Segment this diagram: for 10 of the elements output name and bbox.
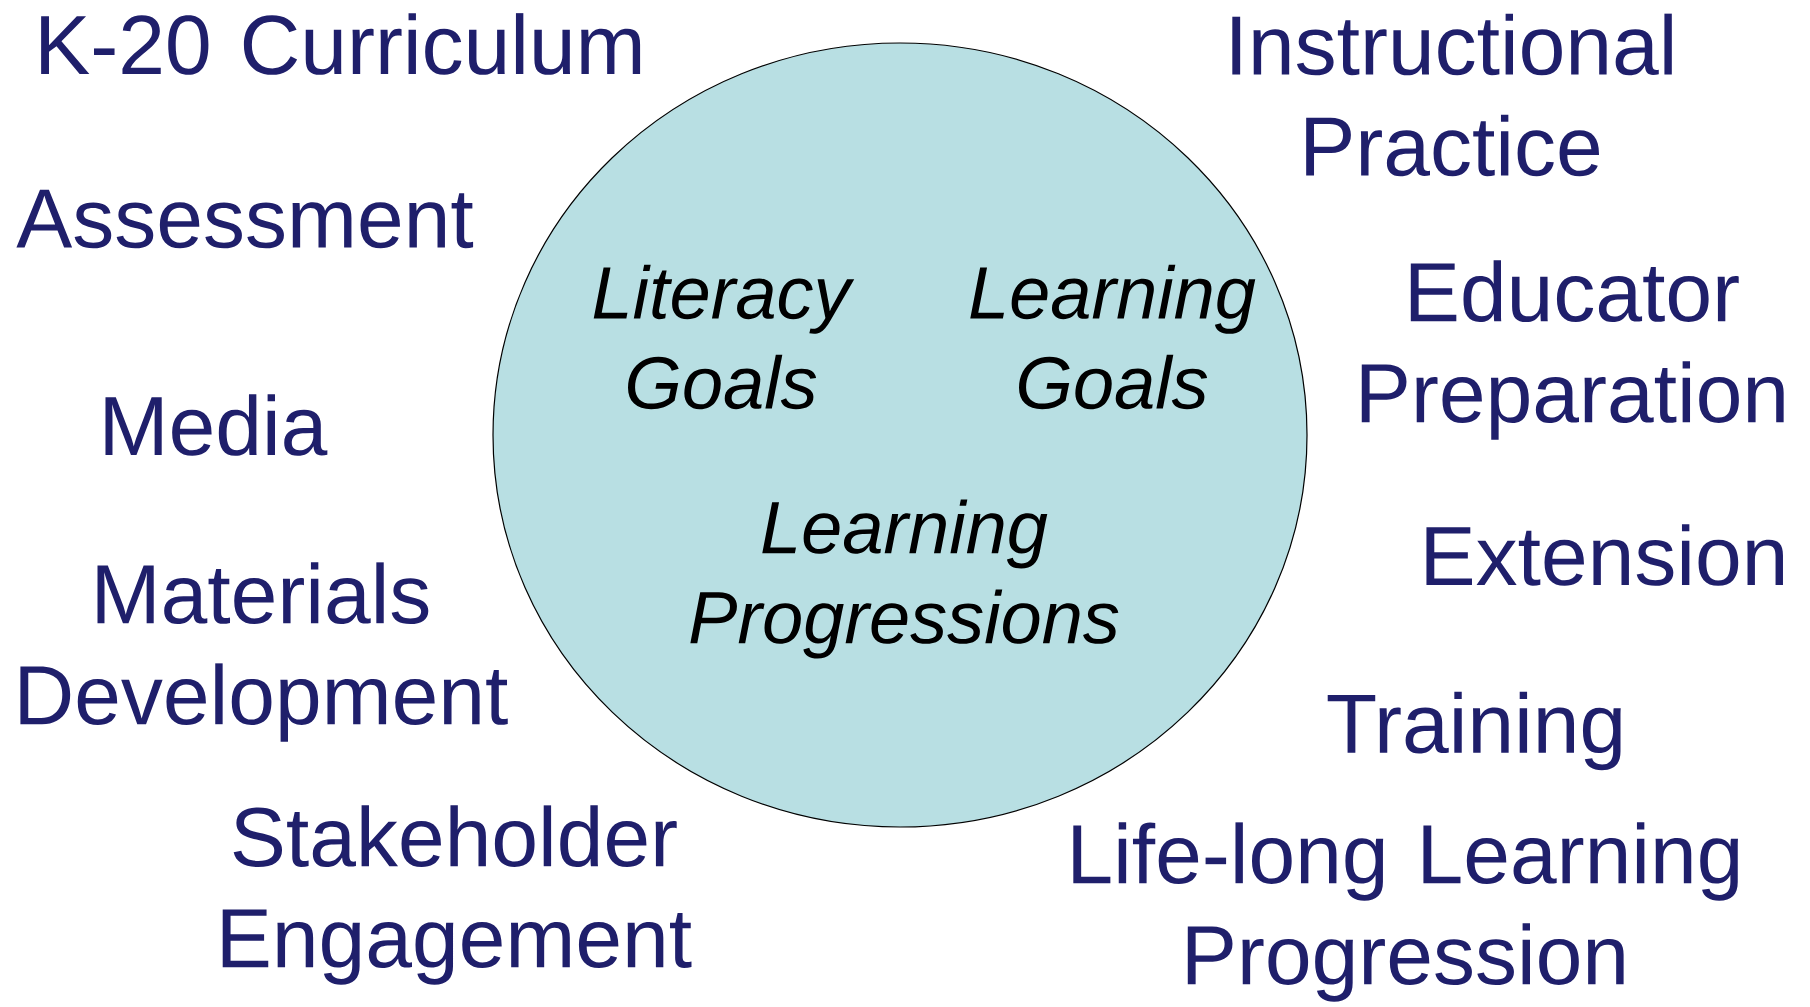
- topic-label: K-20 Curriculum: [41, 13, 641, 75]
- topic-label: Instructional Practice: [1232, 13, 1672, 177]
- topic-label: Life-long Learning Progression: [1073, 822, 1738, 1002]
- topic-label: Materials Development: [20, 562, 508, 742]
- circle-text: Learning Goals: [970, 264, 1256, 410]
- topic-label: Media: [105, 394, 328, 456]
- circle-text: Literacy Goals: [593, 264, 855, 410]
- topic-label: Stakeholder Engagement: [222, 805, 692, 985]
- topic-label: Extension: [1426, 524, 1783, 586]
- circle-text: Learning Progressions: [690, 499, 1119, 659]
